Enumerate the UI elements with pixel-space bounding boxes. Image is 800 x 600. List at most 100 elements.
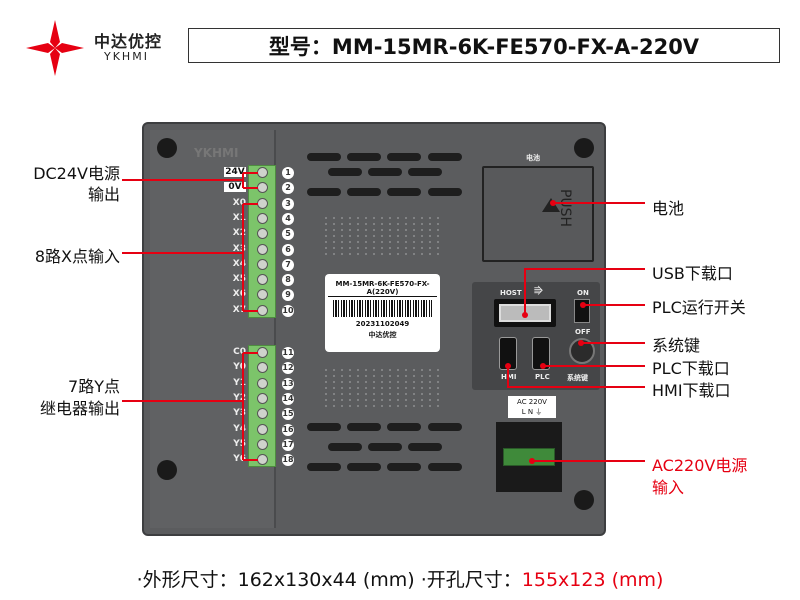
terminal-screw[interactable]: [257, 243, 268, 255]
callout-dc24v-2: 输出: [87, 185, 120, 204]
model-title: 型号：MM-15MR-6K-FE570-FX-A-220V: [188, 28, 780, 63]
vent-slot: [307, 463, 341, 471]
power-label: AC 220V L N ⏚: [508, 396, 556, 418]
terminal-label: C0: [233, 347, 246, 357]
vent-slot: [307, 153, 341, 161]
system-key-label: 系统键: [567, 374, 588, 382]
terminal-screw[interactable]: [257, 423, 268, 435]
callout-usb: USB下载口: [652, 264, 733, 283]
terminal-number: 14: [282, 392, 294, 405]
usb-symbol-icon: ⭆: [534, 286, 543, 297]
terminal-screw[interactable]: [257, 362, 268, 374]
callout-y-outputs-2: 继电器输出: [39, 399, 120, 418]
terminal-number: 1: [282, 167, 294, 179]
callout-run-switch: PLC运行开关: [652, 298, 746, 317]
vent-slot: [387, 153, 421, 161]
sticker-model: MM-15MR-6K-FE570-FX-A(220V): [328, 280, 437, 297]
terminal-number: 11: [282, 347, 294, 359]
vent-slot: [387, 423, 421, 431]
terminal-screw[interactable]: [257, 258, 268, 270]
terminal-label: Y5: [233, 438, 246, 449]
terminal-number: 3: [282, 197, 294, 210]
vent-slot: [368, 168, 402, 176]
mount-hole: [574, 138, 594, 158]
terminal-screw[interactable]: [257, 392, 268, 404]
vent-grid: [322, 215, 442, 255]
callout-y-outputs: 7路Y点: [68, 377, 120, 396]
terminal-label: X6: [232, 289, 246, 300]
terminal-screw[interactable]: [257, 408, 268, 420]
vent-slot: [428, 423, 462, 431]
mount-hole: [574, 490, 594, 510]
terminal-label: Y2: [233, 392, 246, 403]
mount-hole: [157, 460, 177, 480]
vent-slot: [347, 153, 381, 161]
terminal-label: X3: [232, 243, 246, 254]
terminal-number: 6: [282, 243, 294, 256]
callout-dc24v: DC24V电源: [33, 164, 120, 183]
terminal-label: X2: [232, 228, 246, 239]
power-label-voltage: AC 220V: [517, 398, 547, 406]
vent-slot: [428, 188, 462, 196]
terminal-screw[interactable]: [257, 274, 268, 286]
vent-slot: [428, 153, 462, 161]
callout-x-inputs: 8路X点输入: [34, 247, 120, 266]
vent-slot: [347, 423, 381, 431]
callout-system-key: 系统键: [652, 336, 701, 355]
terminal-number: 17: [282, 438, 294, 451]
terminal-number: 2: [282, 182, 294, 195]
plc-port[interactable]: [532, 337, 550, 370]
terminal-label: X0: [232, 197, 246, 208]
battery-cover[interactable]: PUSH: [482, 166, 594, 262]
vent-slot: [347, 463, 381, 471]
terminal-number: 15: [282, 408, 294, 421]
vent-slot: [307, 188, 341, 196]
brand-en: YKHMI: [104, 50, 149, 63]
terminal-label: Y4: [233, 423, 246, 434]
callout-hmi-port: HMI下载口: [652, 381, 731, 400]
plc-port-label: PLC: [535, 373, 550, 381]
barcode: [333, 300, 432, 317]
terminal-number: 16: [282, 423, 294, 436]
terminal-number: 13: [282, 377, 294, 390]
terminal-screw[interactable]: [257, 212, 268, 224]
terminal-label: X7: [232, 304, 246, 315]
product-sticker: MM-15MR-6K-FE570-FX-A(220V) 20231102049 …: [325, 274, 440, 352]
vent-slot: [328, 168, 362, 176]
callout-ac-power: AC220V电源: [652, 456, 748, 475]
terminal-screw[interactable]: [257, 377, 268, 389]
vent-slot: [408, 168, 442, 176]
terminal-number: 9: [282, 289, 294, 302]
terminal-number: 18: [282, 454, 294, 467]
vent-slot: [347, 188, 381, 196]
on-label: ON: [577, 289, 589, 297]
terminal-label: X5: [232, 274, 246, 285]
terminal-label: Y3: [233, 408, 246, 419]
terminal-label: Y1: [233, 377, 246, 388]
vent-slot: [408, 443, 442, 451]
vent-slot: [328, 443, 362, 451]
terminal-screw[interactable]: [257, 438, 268, 450]
terminal-label: Y6: [233, 454, 246, 465]
terminal-screw[interactable]: [257, 289, 268, 301]
outer-size-label: ·外形尺寸：: [136, 569, 238, 591]
mount-hole: [157, 138, 177, 158]
callout-plc-port: PLC下载口: [652, 359, 730, 378]
sticker-brand: 中达优控: [368, 331, 397, 339]
vent-slot: [368, 443, 402, 451]
outer-size-value: 162x130x44 (mm): [237, 569, 415, 591]
host-label: HOST: [500, 289, 522, 297]
vent-grid: [322, 367, 442, 407]
terminal-number: 4: [282, 212, 294, 225]
cutout-value: 155x123 (mm): [521, 569, 664, 591]
device-logo: YKHMI: [194, 146, 239, 160]
vent-slot: [387, 463, 421, 471]
callout-ac-power-2: 输入: [652, 478, 685, 497]
terminal-screw[interactable]: [257, 228, 268, 240]
terminal-label: X4: [232, 258, 246, 269]
terminal-label: 24V: [224, 167, 246, 177]
off-label: OFF: [575, 328, 591, 336]
brand-name: 中达优控: [94, 32, 163, 51]
battery-label: 电池: [526, 154, 540, 162]
